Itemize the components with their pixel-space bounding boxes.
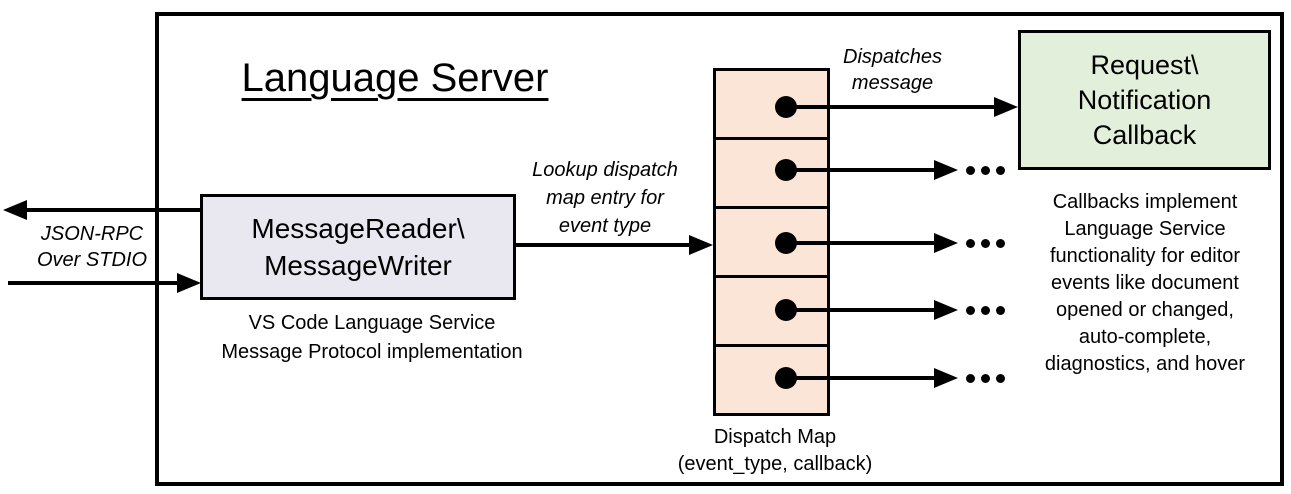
arrowhead-right-icon	[994, 97, 1018, 117]
arrowhead-right-icon	[177, 273, 201, 293]
callback-box: Request\ Notification Callback	[1018, 30, 1271, 170]
message-reader-caption: VS Code Language Service Message Protoco…	[221, 312, 523, 363]
arrowhead-right-icon	[934, 300, 958, 320]
lookup-label: Lookup dispatch map entry for event type	[532, 159, 678, 237]
arrow-line	[26, 208, 202, 212]
arrow-line	[786, 168, 935, 172]
callback-caption: Callbacks implement Language Service fun…	[1044, 191, 1246, 375]
ellipsis-icon	[966, 374, 1005, 383]
arrowhead-left-icon	[3, 200, 27, 220]
arrow-line	[514, 243, 690, 247]
dispatch-cell	[716, 71, 827, 137]
stdio-label: JSON-RPC Over STDIO	[36, 223, 147, 271]
diagram-title: Language Server	[241, 56, 549, 100]
arrowhead-right-icon	[934, 160, 958, 180]
arrowhead-right-icon	[934, 233, 958, 253]
ellipsis-icon	[966, 306, 1005, 315]
ellipsis-icon	[966, 166, 1005, 175]
dispatch-map-caption: Dispatch Map (event_type, callback)	[677, 426, 873, 475]
ellipsis-icon	[966, 239, 1005, 248]
dispatch-cell	[716, 206, 827, 275]
arrow-line	[786, 241, 935, 245]
arrow-line	[786, 105, 996, 109]
arrow-line	[786, 308, 935, 312]
arrow-line	[8, 281, 178, 285]
dispatch-cell	[716, 137, 827, 206]
arrowhead-right-icon	[689, 235, 713, 255]
dispatch-cell	[716, 275, 827, 344]
dispatch-cell	[716, 344, 827, 413]
dispatches-label: Dispatches message	[843, 46, 942, 94]
language-server-box	[155, 12, 1284, 486]
arrow-line	[786, 376, 935, 380]
arrowhead-right-icon	[934, 368, 958, 388]
message-reader-box: MessageReader\ MessageWriter	[200, 194, 516, 300]
